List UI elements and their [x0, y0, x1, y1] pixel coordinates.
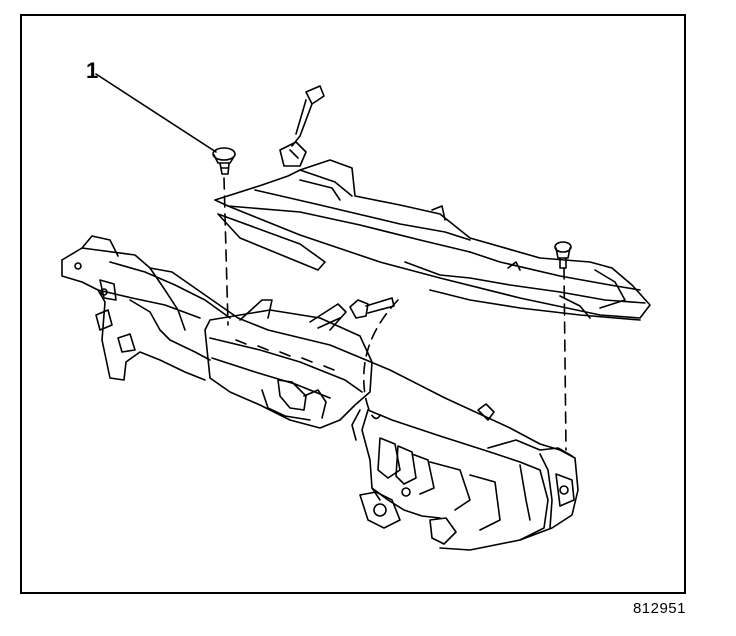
- callout-label-1: 1: [86, 58, 99, 83]
- air-duct-assembly: [215, 142, 650, 320]
- lower-module: [352, 404, 574, 544]
- cross-car-beam: [62, 236, 578, 550]
- bolt-fastener-callout-1: [213, 148, 235, 174]
- bolt-fastener-top: [292, 86, 324, 146]
- figure-number: 812951: [632, 600, 686, 617]
- alignment-guides: [224, 178, 566, 450]
- bolt-fastener-right: [555, 242, 571, 268]
- bolt-fastener-center: [350, 298, 394, 318]
- center-housing: [205, 300, 372, 428]
- callout-leader-1: [96, 74, 216, 152]
